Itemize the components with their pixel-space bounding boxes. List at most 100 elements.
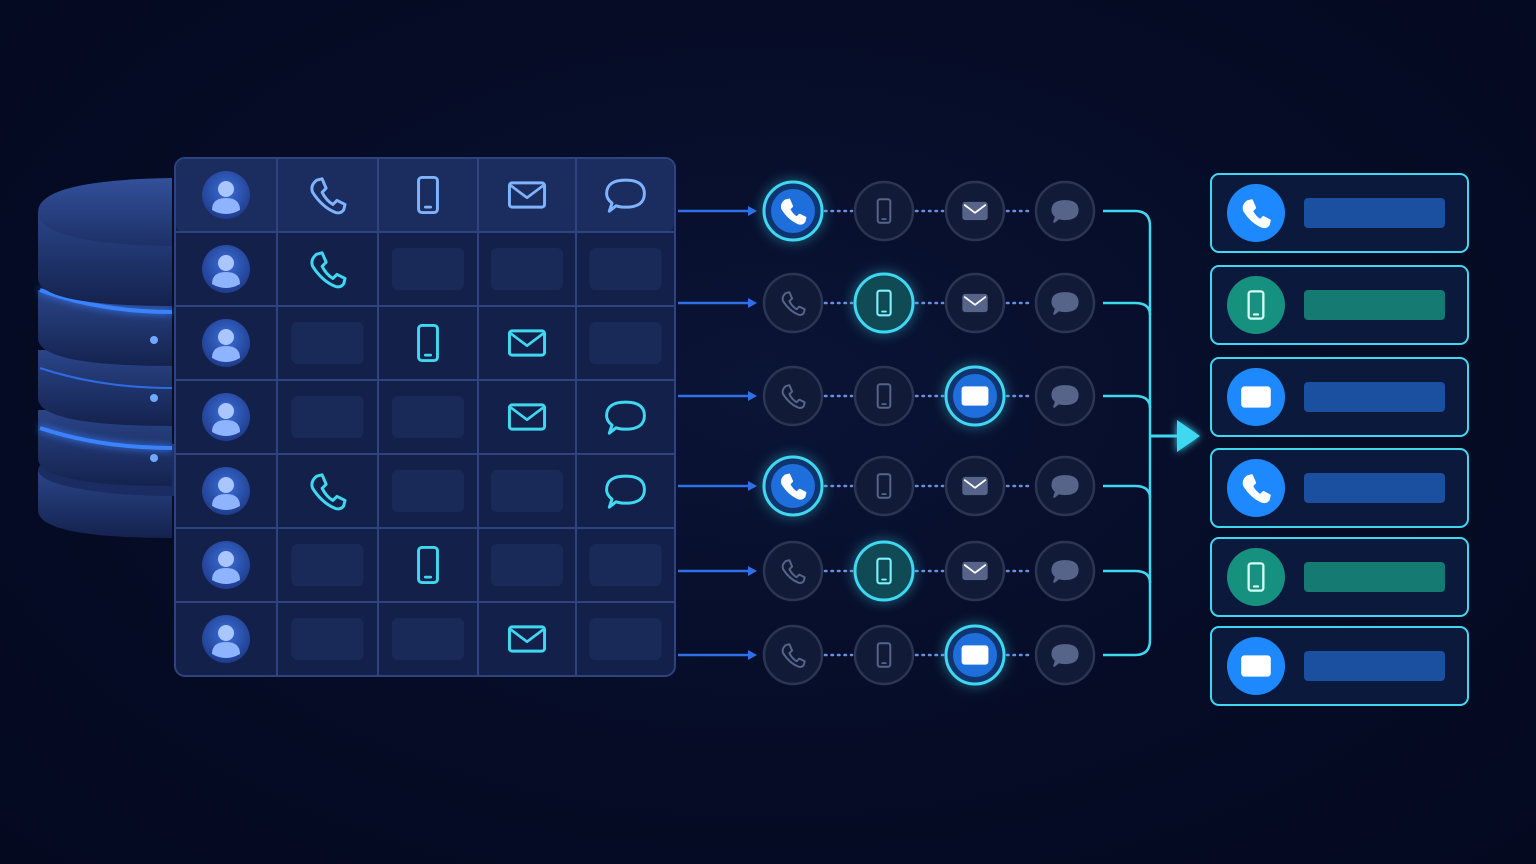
empty-cell bbox=[589, 544, 662, 586]
channel-node bbox=[852, 271, 916, 335]
arrow-head bbox=[748, 481, 757, 491]
mobile-icon bbox=[1247, 290, 1265, 320]
empty-cell bbox=[291, 322, 364, 364]
channel-node bbox=[853, 624, 915, 686]
merge-curve bbox=[1134, 569, 1152, 584]
email-icon bbox=[962, 293, 988, 313]
email-icon bbox=[1241, 386, 1271, 408]
output-arrow-head bbox=[1177, 420, 1200, 452]
phone-icon bbox=[781, 643, 806, 668]
channel-node bbox=[853, 455, 915, 517]
chat-icon bbox=[1051, 475, 1079, 498]
mobile-icon bbox=[876, 473, 892, 499]
phone-icon bbox=[780, 473, 807, 500]
user-icon bbox=[202, 393, 250, 441]
channel-node bbox=[761, 454, 825, 518]
arrow-head bbox=[748, 206, 757, 216]
routing-row bbox=[678, 623, 1135, 687]
empty-cell bbox=[291, 618, 364, 660]
chat-icon bbox=[1051, 385, 1079, 408]
table-header-bg bbox=[176, 159, 674, 233]
channel-node bbox=[853, 180, 915, 242]
email-icon bbox=[961, 645, 989, 665]
output-icon-badge bbox=[1227, 459, 1285, 517]
output-label-bar bbox=[1304, 651, 1445, 681]
mobile-icon bbox=[876, 198, 892, 224]
phone-icon bbox=[1242, 199, 1271, 229]
empty-cell bbox=[392, 396, 464, 438]
output-card bbox=[1210, 173, 1469, 253]
routing-row bbox=[678, 271, 1135, 335]
empty-cell bbox=[589, 322, 662, 364]
merge-curve bbox=[1134, 484, 1152, 499]
channel-node bbox=[944, 540, 1006, 602]
channel-node bbox=[944, 180, 1006, 242]
channel-node bbox=[944, 455, 1006, 517]
channel-routing bbox=[678, 179, 1135, 687]
channel-node bbox=[762, 540, 824, 602]
email-icon bbox=[507, 403, 547, 431]
empty-cell bbox=[491, 248, 563, 290]
chat-icon bbox=[1051, 292, 1079, 315]
empty-cell bbox=[291, 544, 364, 586]
routing-row bbox=[678, 454, 1135, 518]
channel-node bbox=[1034, 180, 1096, 242]
channel-node bbox=[761, 179, 825, 243]
output-icon-badge bbox=[1227, 548, 1285, 606]
mobile-icon bbox=[417, 545, 439, 585]
channel-node bbox=[943, 623, 1007, 687]
merge-bracket bbox=[1134, 209, 1152, 657]
chat-icon bbox=[1051, 644, 1079, 667]
mobile-icon bbox=[876, 383, 892, 409]
output-list bbox=[1210, 173, 1469, 706]
channel-node bbox=[762, 365, 824, 427]
mobile-icon bbox=[417, 175, 439, 215]
email-icon bbox=[1241, 655, 1271, 677]
phone-icon bbox=[781, 291, 806, 316]
channel-node bbox=[853, 365, 915, 427]
output-card bbox=[1210, 537, 1469, 617]
output-card bbox=[1210, 448, 1469, 528]
arrow-head bbox=[748, 566, 757, 576]
email-icon bbox=[962, 476, 988, 496]
empty-cell bbox=[589, 618, 662, 660]
channel-node bbox=[944, 272, 1006, 334]
channel-node bbox=[1034, 365, 1096, 427]
email-icon bbox=[507, 181, 547, 209]
user-icon bbox=[202, 467, 250, 515]
db-indicator-dot bbox=[150, 394, 158, 402]
user-icon bbox=[202, 245, 250, 293]
db-indicator-dot bbox=[150, 454, 158, 462]
empty-cell bbox=[491, 470, 563, 512]
channel-node bbox=[1034, 624, 1096, 686]
empty-cell bbox=[491, 544, 563, 586]
channel-node bbox=[1034, 455, 1096, 517]
database-icon bbox=[38, 178, 306, 538]
arrow-head bbox=[748, 391, 757, 401]
routing-row bbox=[678, 364, 1135, 428]
empty-cell bbox=[392, 248, 464, 290]
phone-icon bbox=[310, 177, 347, 215]
output-label-bar bbox=[1304, 290, 1445, 320]
mobile-icon bbox=[876, 289, 892, 317]
phone-icon bbox=[781, 559, 806, 584]
chat-icon bbox=[605, 178, 646, 213]
user-icon bbox=[202, 615, 250, 663]
merge-connector bbox=[1134, 209, 1200, 657]
chat-icon bbox=[1051, 200, 1079, 223]
merge-curve bbox=[1134, 394, 1152, 409]
phone-icon bbox=[310, 251, 347, 289]
email-icon bbox=[962, 561, 988, 581]
output-label-bar bbox=[1304, 473, 1445, 503]
output-icon-badge bbox=[1227, 184, 1285, 242]
email-icon bbox=[962, 201, 988, 221]
channel-node bbox=[852, 539, 916, 603]
contact-table bbox=[174, 157, 676, 677]
output-label-bar bbox=[1304, 562, 1445, 592]
channel-node bbox=[943, 364, 1007, 428]
channel-node bbox=[762, 624, 824, 686]
mobile-icon bbox=[876, 642, 892, 668]
output-card bbox=[1210, 265, 1469, 345]
empty-cell bbox=[589, 248, 662, 290]
